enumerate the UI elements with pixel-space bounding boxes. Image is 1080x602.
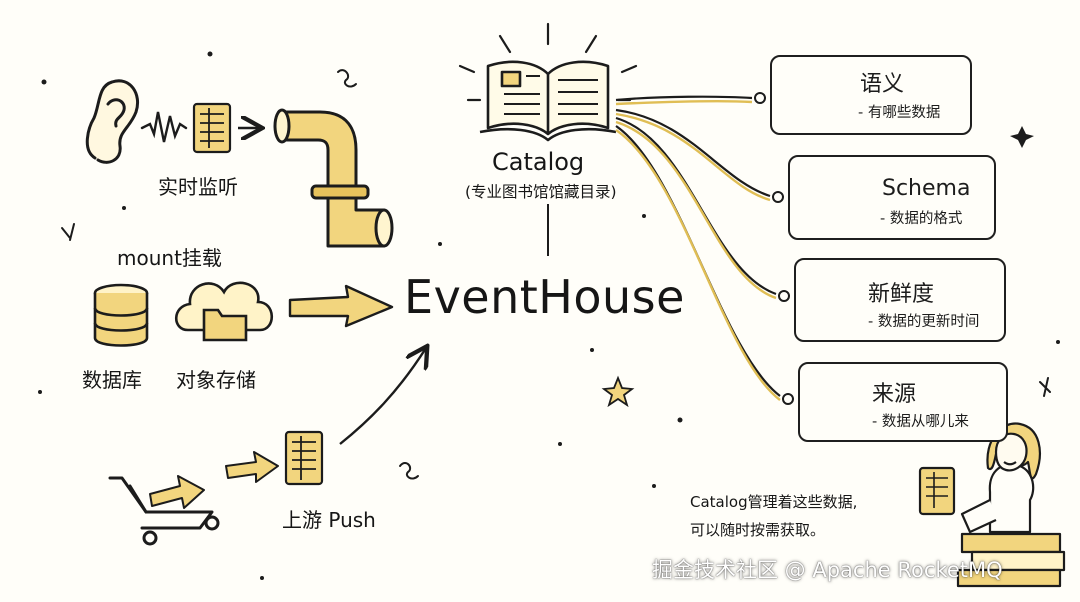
tag-freshness: 新鲜度 - 数据的更新时间	[794, 258, 1006, 342]
database-icon	[93, 283, 149, 347]
sparkle-icon	[1010, 126, 1034, 148]
watermark: 掘金技术社区 @ Apache RocketMQ	[652, 558, 1003, 582]
girl-reading-illustration	[918, 422, 1066, 588]
eventhouse-title: EventHouse	[404, 270, 685, 324]
ear-icon	[85, 79, 139, 164]
connector-lines-accent	[615, 99, 781, 401]
arrow-icon	[225, 451, 279, 483]
cloud-folder-icon	[174, 281, 274, 342]
tag-schema: Schema - 数据的格式	[788, 155, 996, 240]
cart-icon	[108, 476, 220, 546]
document-icon	[284, 430, 324, 486]
label-realtime-listen: 实时监听	[158, 175, 238, 199]
tag-semantics: 语义 - 有哪些数据	[770, 55, 972, 135]
sound-wave-icon	[140, 111, 188, 143]
tag-freshness-desc: - 数据的更新时间	[868, 314, 980, 330]
tag-source-title: 来源	[872, 382, 917, 407]
connector-lines	[615, 95, 781, 397]
label-upstream-push: 上游 Push	[282, 508, 376, 532]
tag-freshness-title: 新鲜度	[868, 282, 935, 307]
label-object-storage: 对象存储	[176, 368, 256, 392]
catalog-note-line2: 可以随时按需获取。	[690, 521, 826, 539]
catalog-title: Catalog	[492, 148, 585, 176]
tag-source-desc: - 数据从哪儿来	[872, 414, 969, 430]
arrow-icon	[149, 475, 205, 509]
document-icon	[192, 102, 232, 154]
pipe-icon	[273, 108, 394, 248]
catalog-subtitle: (专业图书馆馆藏目录)	[465, 183, 617, 201]
label-mount: mount挂载	[117, 246, 222, 270]
tag-schema-title: Schema	[882, 176, 971, 201]
catalog-book-icon	[479, 60, 617, 142]
tag-semantics-desc: - 有哪些数据	[858, 105, 941, 121]
catalog-note-line1: Catalog管理着这些数据,	[690, 493, 858, 511]
tag-source: 来源 - 数据从哪儿来	[798, 362, 1008, 442]
doodle-squiggles	[61, 69, 1051, 480]
tag-schema-desc: - 数据的格式	[880, 211, 963, 227]
big-arrow-icon	[288, 284, 394, 328]
tag-semantics-title: 语义	[860, 72, 905, 97]
label-database: 数据库	[82, 368, 142, 392]
catalog-note: Catalog管理着这些数据, 可以随时按需获取。	[690, 488, 857, 544]
star-icon	[601, 375, 635, 408]
doodle-dots	[38, 51, 1060, 580]
